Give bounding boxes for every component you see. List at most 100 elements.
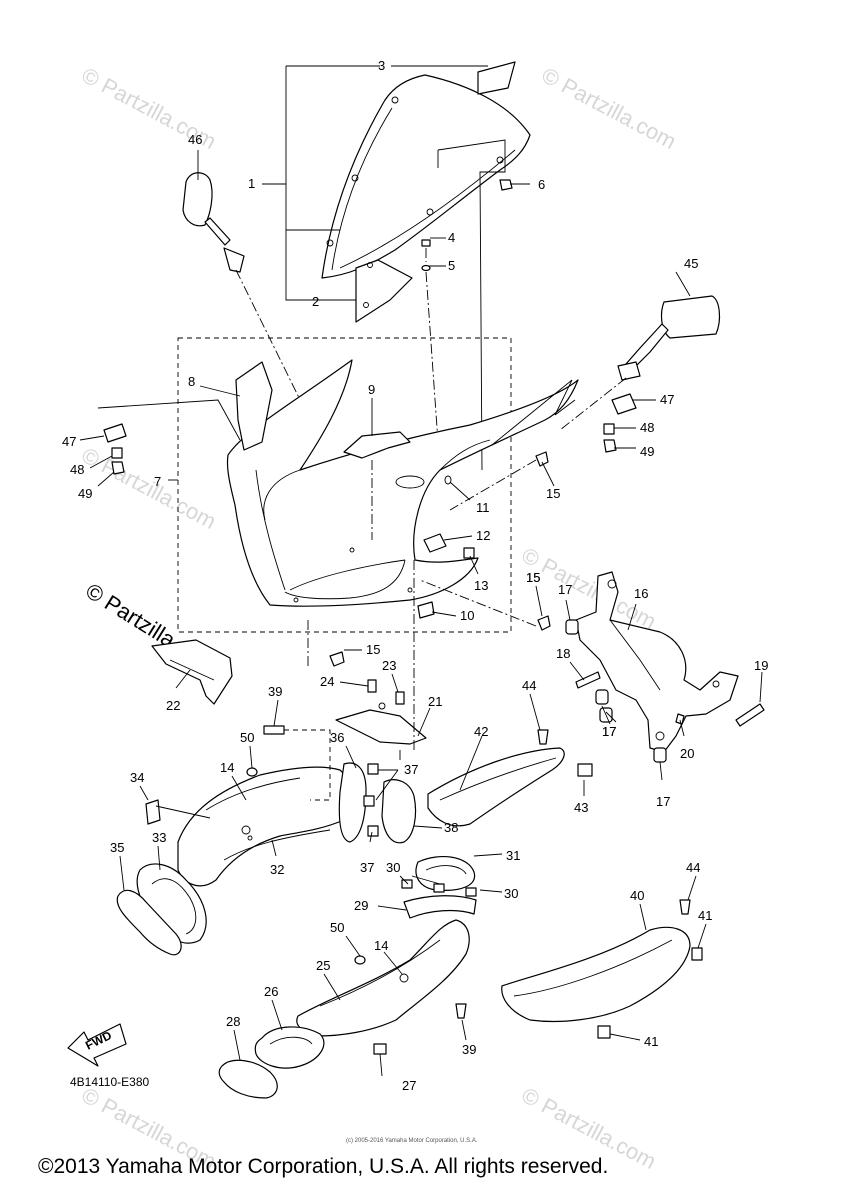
callout-label: 38 [444,820,458,835]
clip [691,947,703,961]
callout-label: 39 [268,684,282,699]
clip [423,533,447,553]
callout-label: 50 [330,920,344,935]
bolt [263,725,285,735]
callout-label: 30 [504,886,518,901]
leader-lines [79,65,763,1077]
callout-label: 44 [522,678,536,693]
duct-band [403,895,477,919]
bolt [575,671,601,689]
cover-panel [235,361,273,451]
callout-label: 6 [538,177,545,192]
callout-label: 22 [166,698,180,713]
clip [367,763,379,775]
duct-cover [151,639,233,705]
collar [603,423,615,435]
screw [679,899,691,915]
callout-label: 30 [386,860,400,875]
callout-label: 25 [316,958,330,973]
air-duct-upper [177,766,350,887]
callout-label: 26 [264,984,278,999]
callout-label: 47 [660,392,674,407]
callout-label: 3 [378,58,385,73]
callout-label: 18 [556,646,570,661]
fwd-arrow-icon: FWD [67,1023,127,1067]
screw [395,691,405,705]
callout-label: 11 [476,500,490,515]
callout-label: 23 [382,658,396,673]
callout-label: 17 [602,724,616,739]
copyright-footer: ©2013 Yamaha Motor Corporation, U.S.A. A… [38,1155,608,1178]
callout-label: 13 [474,578,488,593]
callout-label: 43 [574,800,588,815]
callout-label: 49 [640,444,654,459]
mirror-right [617,295,721,381]
callout-label: 21 [428,694,442,709]
damper [417,601,435,619]
clip [597,1025,611,1039]
duct-seal [338,762,367,843]
screw [367,679,377,693]
watermark: © Partzilla.com [78,442,221,534]
cowling-assembly-box [177,337,512,633]
windshield [321,61,531,279]
callout-label: 50 [240,730,254,745]
damper [565,619,579,635]
callout-labels: 1 2 3 4 5 6 7 8 9 10 11 12 13 14 14 15 1… [62,58,768,1093]
duct-seal [415,855,476,891]
callout-label: 5 [448,258,455,273]
callout-label: 41 [698,908,712,923]
callout-label: 15 [546,486,560,501]
diagram-code: 4B14110-E380 [70,1075,150,1089]
callout-label: 46 [188,132,202,147]
nut [499,179,513,191]
bolt [537,615,551,631]
callout-label: 37 [404,762,418,777]
callout-label: 41 [644,1034,658,1049]
callout-label: 33 [152,830,166,845]
callout-label: 17 [602,724,616,739]
fine-print: (c) 2005-2016 Yamaha Motor Corporation, … [346,1138,478,1144]
callout-label: 45 [684,256,698,271]
callout-label: 48 [70,462,84,477]
bolt [535,451,549,467]
callout-label: 16 [634,586,648,601]
callout-label: 28 [226,1014,240,1029]
callout-label: 40 [630,888,644,903]
screw [537,729,549,745]
callout-label: 17 [558,582,572,597]
callout-label: 20 [680,746,694,761]
callout-label: 35 [110,840,124,855]
callout-label: 10 [460,608,474,623]
callout-label: 36 [330,730,344,745]
callout-label: 19 [754,658,768,673]
collar [354,955,366,965]
clip [465,887,477,897]
nut [603,439,617,453]
callout-label: 37 [360,860,374,875]
collar [111,447,123,459]
grommet [611,393,637,415]
callout-label: 12 [476,528,490,543]
screw [421,239,431,247]
callout-label: 44 [686,860,700,875]
callout-label: 32 [270,862,284,877]
watermark: © Partzilla.com [538,62,681,154]
clip [373,1043,387,1055]
side-panel [427,747,565,827]
intake-funnel [254,1026,325,1069]
callout-label: 39 [462,1042,476,1057]
bolt [455,1003,467,1019]
callout-label: 15 [526,570,540,585]
intake-screen [116,889,182,956]
clip [401,879,413,889]
emblem [343,431,411,459]
callout-label: 24 [320,674,334,689]
inner-panel [335,709,427,745]
callout-label: 48 [640,420,654,435]
callout-label: 7 [154,474,161,489]
callout-label: 49 [78,486,92,501]
callout-label: 2 [312,294,319,309]
callout-label: 27 [402,1078,416,1093]
